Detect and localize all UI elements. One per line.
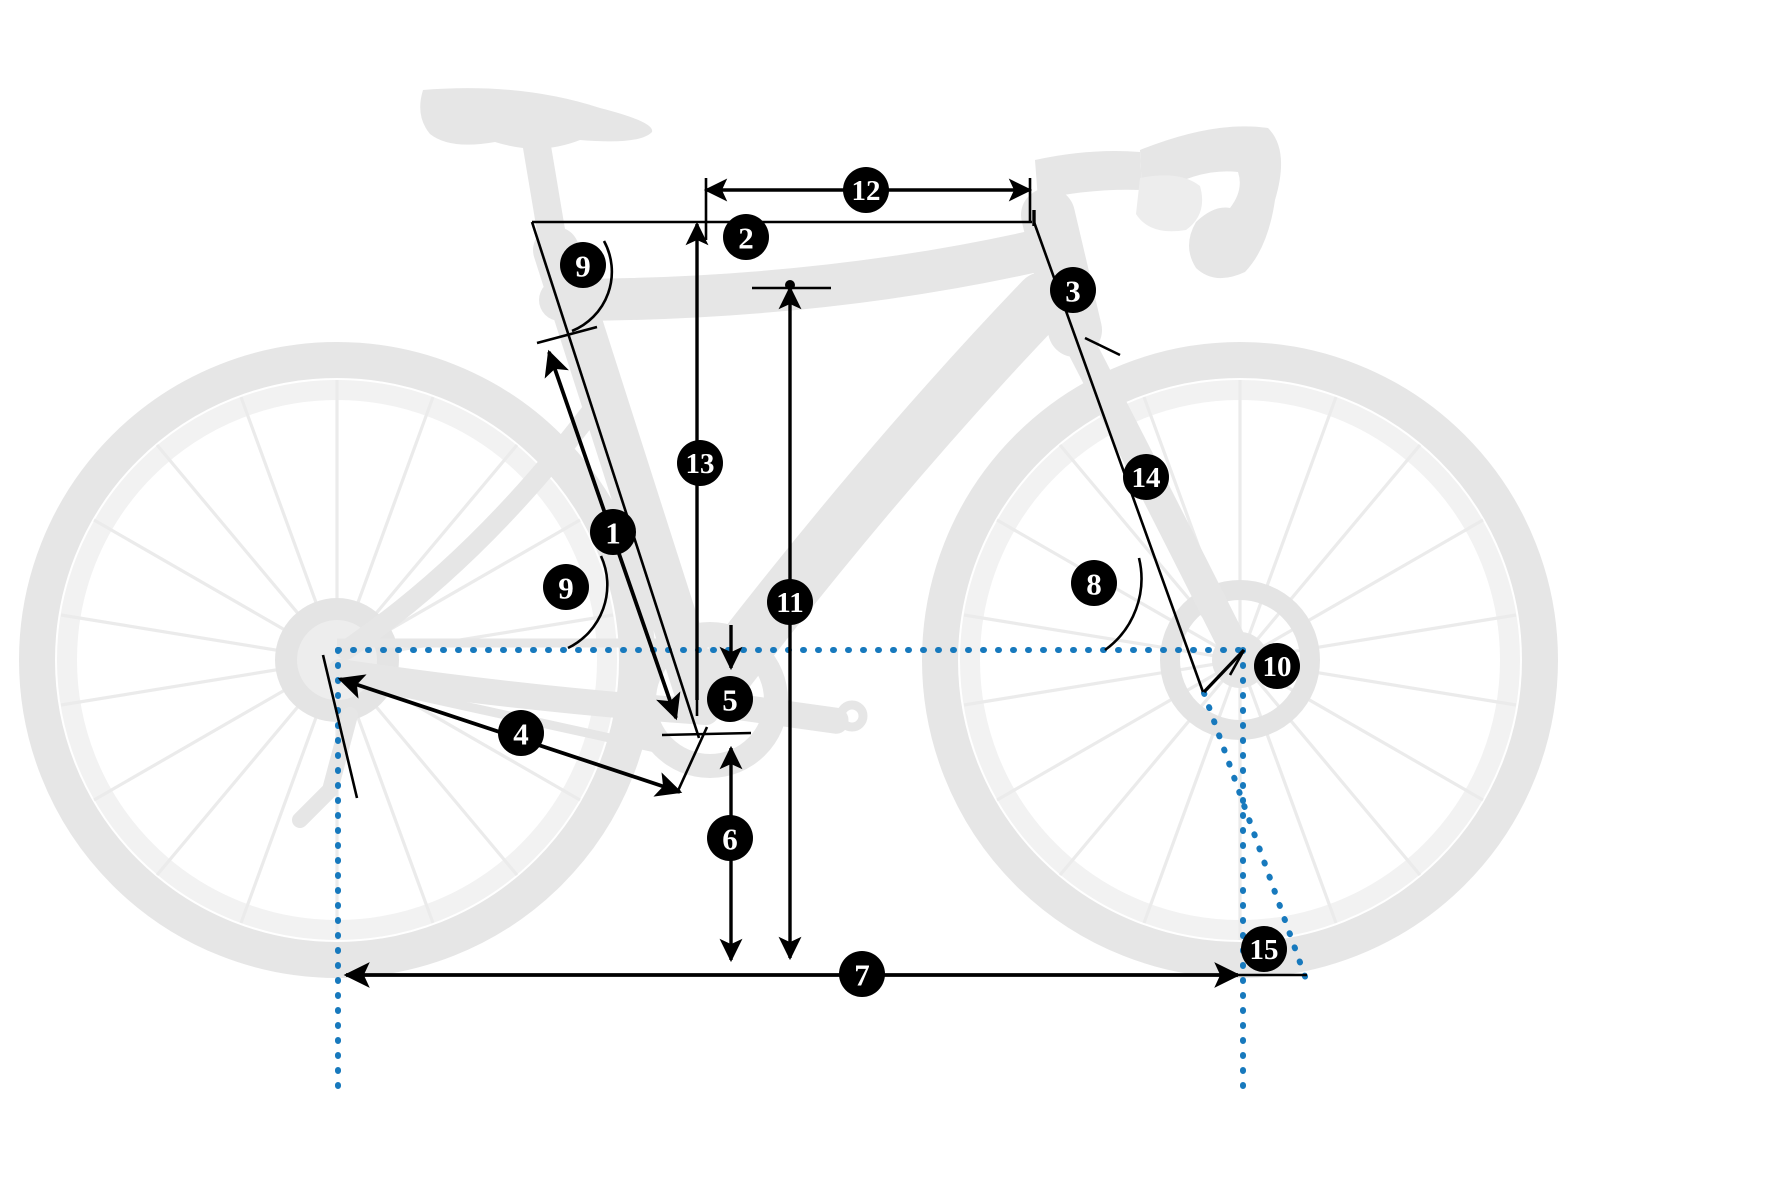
fork-offset-tick xyxy=(1228,649,1246,676)
marker-6-label: 6 xyxy=(722,822,738,857)
marker-12-circle[interactable] xyxy=(843,167,889,213)
marker-7[interactable]: 7 xyxy=(839,951,885,997)
marker-2-circle[interactable] xyxy=(723,214,769,260)
marker-12[interactable]: 12 xyxy=(843,167,889,213)
marker-7-label: 7 xyxy=(854,958,870,993)
marker-9-upper-label: 9 xyxy=(575,249,591,284)
fork-offset-dimension-line xyxy=(1202,648,1246,694)
handlebar-group xyxy=(1035,126,1282,279)
marker-3-label: 3 xyxy=(1065,274,1081,309)
marker-15-label: 15 xyxy=(1250,934,1279,966)
marker-9-lower-label: 9 xyxy=(558,571,574,606)
standover-top-point xyxy=(785,280,795,290)
marker-14-label: 14 xyxy=(1132,462,1161,494)
hood-lever xyxy=(1136,175,1203,232)
saddle-shell xyxy=(420,88,653,149)
marker-9-upper-circle[interactable] xyxy=(560,242,606,288)
marker-6-circle[interactable] xyxy=(707,815,753,861)
stem xyxy=(1035,151,1142,200)
seat-angle-arc-upper xyxy=(571,240,614,333)
seat-tube-length-tick-top xyxy=(536,325,598,345)
marker-1[interactable]: 1 xyxy=(590,509,636,555)
marker-4[interactable]: 4 xyxy=(498,710,544,756)
marker-14[interactable]: 14 xyxy=(1123,454,1169,500)
saddle-rails xyxy=(498,132,562,147)
chainstay-tick-rear xyxy=(321,654,359,799)
marker-3[interactable]: 3 xyxy=(1050,267,1096,313)
marker-12-label: 12 xyxy=(852,175,881,207)
marker-9-upper[interactable]: 9 xyxy=(560,242,606,288)
marker-3-circle[interactable] xyxy=(1050,267,1096,313)
marker-6[interactable]: 6 xyxy=(707,815,753,861)
marker-5[interactable]: 5 xyxy=(707,676,753,722)
seat-angle-arc-lower xyxy=(567,555,609,650)
marker-10-circle[interactable] xyxy=(1254,643,1300,689)
marker-4-circle[interactable] xyxy=(498,710,544,756)
saddle xyxy=(420,88,653,149)
marker-10[interactable]: 10 xyxy=(1254,643,1300,689)
marker-1-circle[interactable] xyxy=(590,509,636,555)
marker-10-label: 10 xyxy=(1263,651,1292,683)
marker-2-label: 2 xyxy=(738,221,754,256)
marker-2[interactable]: 2 xyxy=(723,214,769,260)
steering-axis-extension xyxy=(1201,690,1310,985)
fork-length-tick xyxy=(1084,336,1121,357)
down-tube xyxy=(684,272,1071,718)
marker-15-circle[interactable] xyxy=(1241,926,1287,972)
marker-14-circle[interactable] xyxy=(1123,454,1169,500)
pedal-spindle xyxy=(836,700,868,732)
marker-7-circle[interactable] xyxy=(839,951,885,997)
marker-11-circle[interactable] xyxy=(767,579,813,625)
marker-9-lower-circle[interactable] xyxy=(543,564,589,610)
marker-4-label: 4 xyxy=(513,717,529,752)
marker-13-circle[interactable] xyxy=(677,440,723,486)
top-tube xyxy=(539,229,1061,321)
front-tire xyxy=(922,342,1558,978)
front-rotor xyxy=(1160,580,1320,740)
marker-8-circle[interactable] xyxy=(1071,560,1117,606)
rear-derailleur xyxy=(292,707,358,828)
marker-8-label: 8 xyxy=(1086,567,1102,602)
marker-13-label: 13 xyxy=(686,448,715,480)
marker-1-label: 1 xyxy=(605,516,621,551)
marker-5-circle[interactable] xyxy=(707,676,753,722)
marker-9-lower[interactable]: 9 xyxy=(543,564,589,610)
drop-bar xyxy=(1140,126,1282,279)
seatpost xyxy=(521,121,570,274)
marker-badges: 1 2 3 4 5 6 xyxy=(498,167,1300,997)
marker-5-label: 5 xyxy=(722,683,738,718)
marker-13[interactable]: 13 xyxy=(677,440,723,486)
head-angle-arc xyxy=(1104,557,1143,652)
marker-8[interactable]: 8 xyxy=(1071,560,1117,606)
marker-15[interactable]: 15 xyxy=(1241,926,1287,972)
marker-11-label: 11 xyxy=(776,587,803,619)
marker-11[interactable]: 11 xyxy=(767,579,813,625)
